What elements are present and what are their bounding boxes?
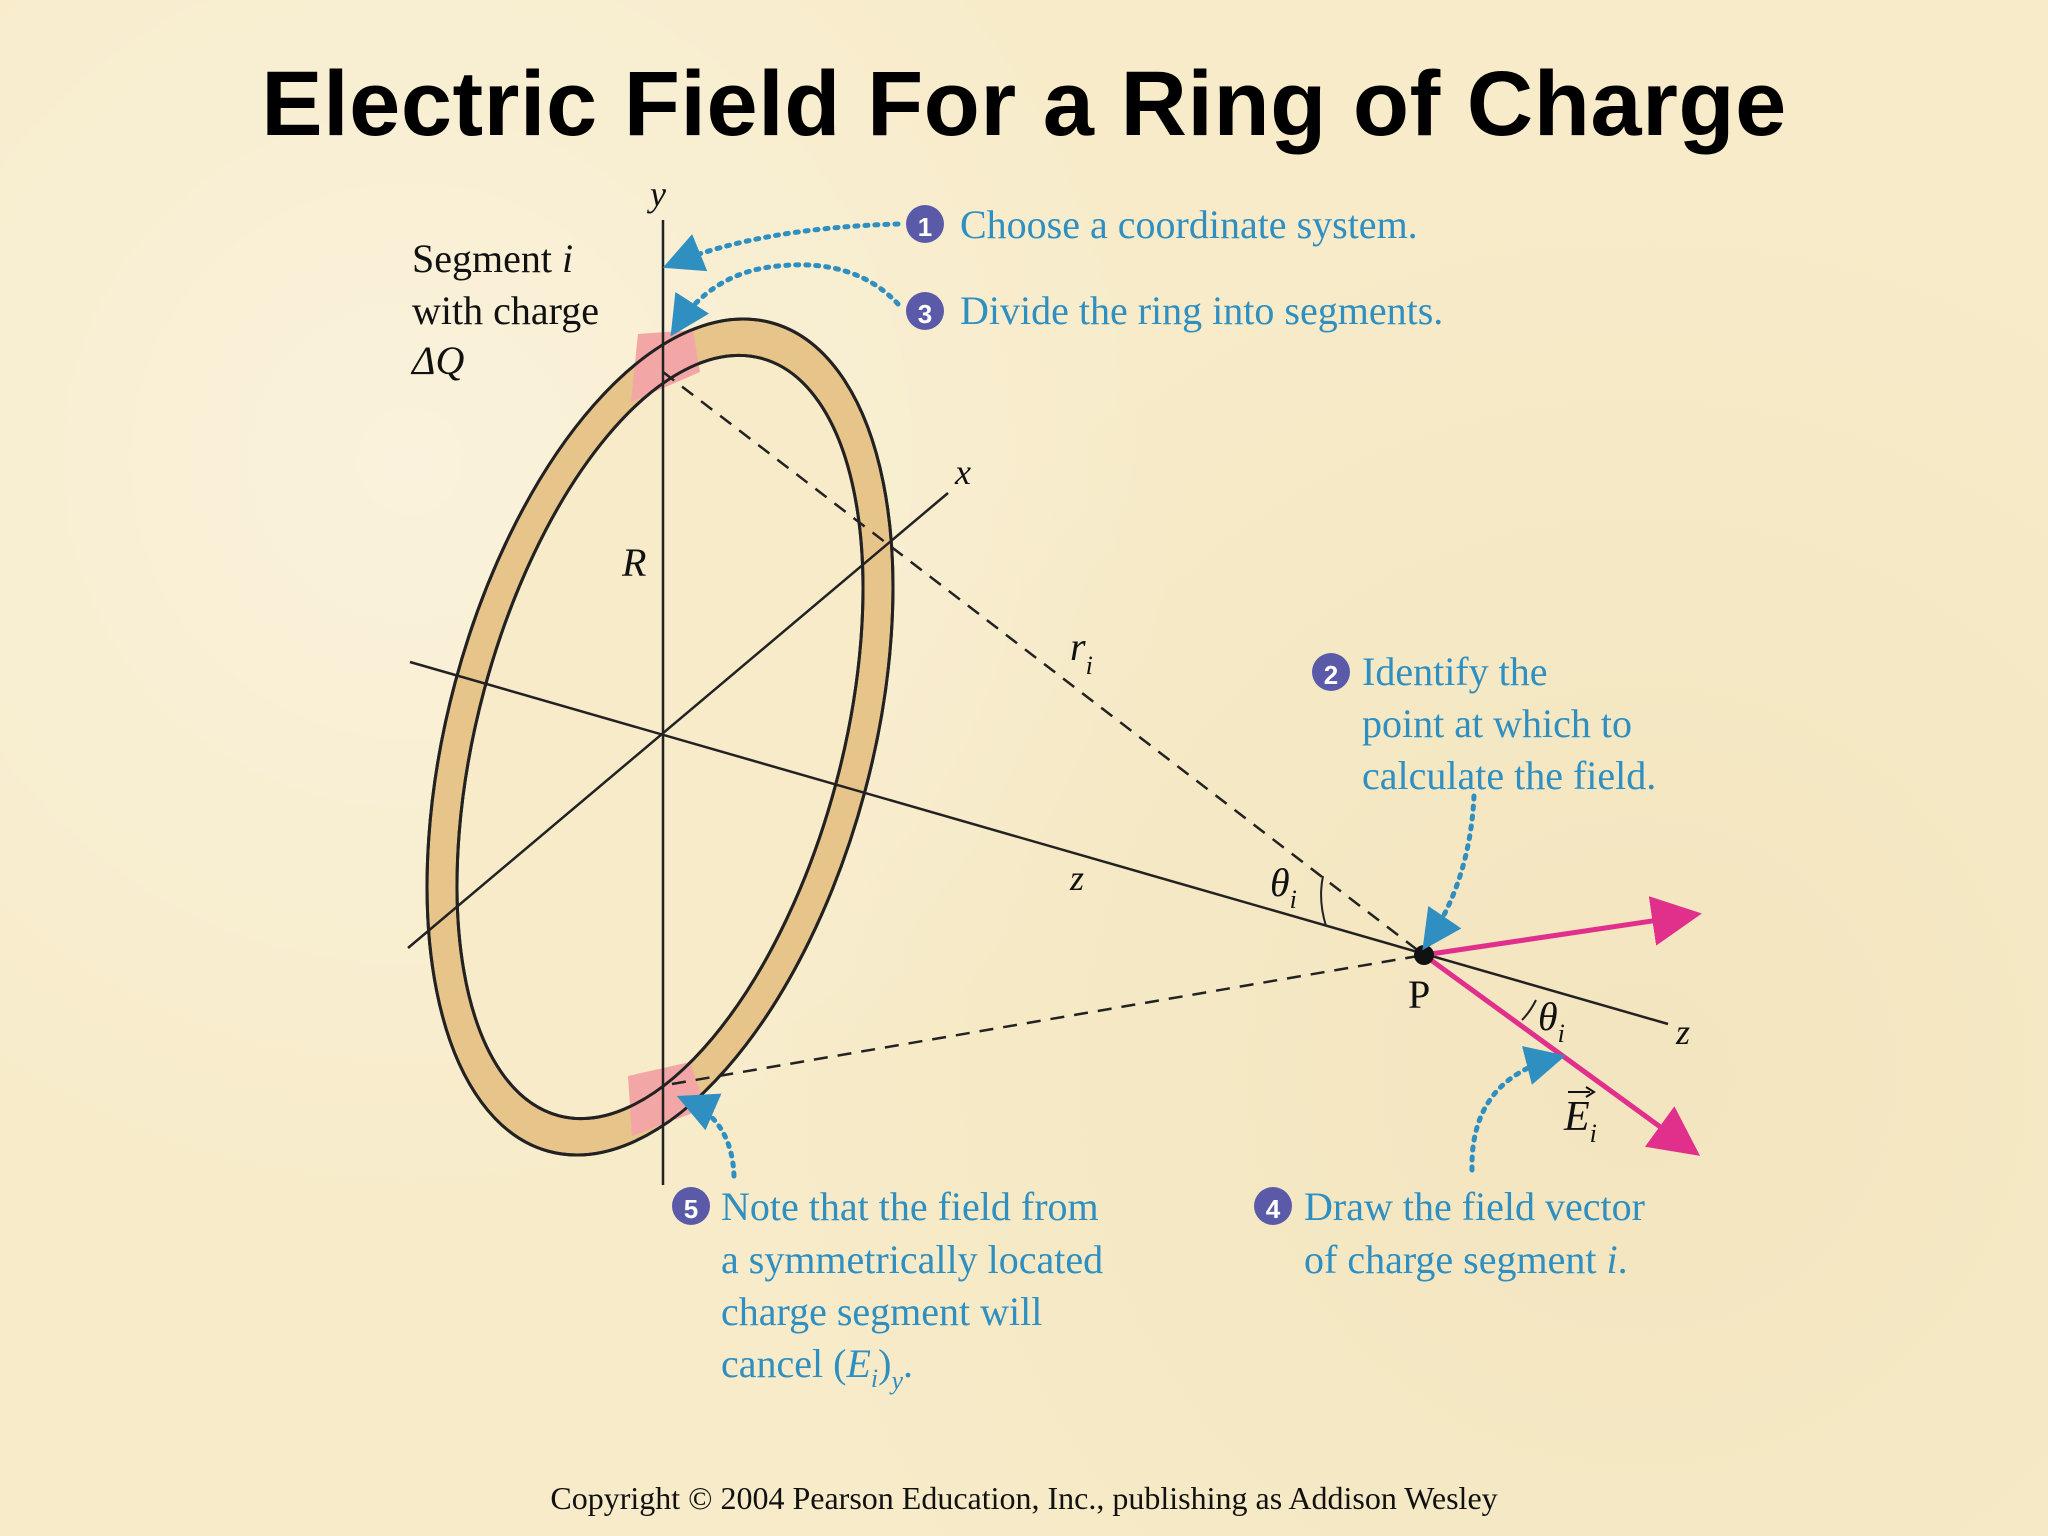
step-2: 2 Identify the point at which to calcula… [1312, 649, 1656, 798]
r-subscript: i [1086, 651, 1093, 680]
field-vector-parallel [1423, 896, 1702, 958]
segment-index: i [562, 236, 573, 281]
segment-charge-label: with charge [412, 288, 599, 333]
field-ei-subscript: i [1590, 1119, 1597, 1148]
x-axis [407, 492, 949, 949]
step-3-number: 3 [918, 299, 932, 329]
step-5-line-3: charge segment will [721, 1289, 1042, 1334]
segment-bottom [628, 1062, 706, 1136]
step-1-text: Choose a coordinate system. [960, 202, 1418, 247]
step-4-number: 4 [1266, 1194, 1281, 1224]
step-5-e-subscript: i [871, 1364, 878, 1393]
z-axis-mid-label: z [1069, 858, 1084, 898]
r-line-bottom [671, 953, 1425, 1086]
theta-top-label: θ [1270, 860, 1290, 905]
step-5-line-4: cancel ( [721, 1341, 846, 1386]
theta-arc-top [1320, 875, 1327, 927]
field-ei-symbol: E [1563, 1094, 1590, 1140]
theta-arc-bottom [1521, 999, 1537, 1021]
theta-bottom-subscript: i [1558, 1019, 1565, 1048]
step-3: 3 Divide the ring into segments. [906, 288, 1443, 333]
y-axis-label: y [647, 174, 666, 214]
step-2-line-2: point at which to [1362, 701, 1632, 746]
r-label: r [1070, 624, 1086, 669]
page-title: Electric Field For a Ring of Charge [261, 53, 1787, 155]
step-5-line-1: Note that the field from [721, 1184, 1099, 1229]
svg-text:θi: θi [1538, 994, 1565, 1048]
step-2-line-1: Identify the [1362, 649, 1548, 694]
step-5-badge [672, 1187, 710, 1225]
svg-text:of charge segment i.: of charge segment i. [1304, 1237, 1628, 1282]
step-5-number: 5 [684, 1194, 698, 1224]
step-1: 1 Choose a coordinate system. [906, 202, 1418, 247]
z-axis [409, 660, 1669, 1026]
step-3-badge [906, 292, 944, 330]
step-1-badge [906, 205, 944, 243]
svg-text:cancel (Ei)y.: cancel (Ei)y. [721, 1341, 913, 1395]
x-axis-label: x [954, 452, 971, 492]
step-5-y-subscript: y [888, 1366, 903, 1395]
step-4-period: . [1618, 1237, 1628, 1282]
step-4-badge [1254, 1187, 1292, 1225]
delta-q-label: ΔQ [410, 338, 464, 383]
step-5-line-2: a symmetrically located [721, 1237, 1103, 1282]
svg-text:Segment i: Segment i [412, 236, 573, 281]
point-p [1414, 945, 1434, 965]
step-1-number: 1 [918, 212, 932, 242]
step-4-line-1: Draw the field vector [1304, 1184, 1645, 1229]
step-4-italic-i: i [1606, 1237, 1617, 1282]
step-4: 4 Draw the field vector of charge segmen… [1254, 1184, 1645, 1282]
callout-arrow-4 [1469, 1046, 1566, 1173]
step-2-number: 2 [1324, 660, 1338, 690]
theta-top-subscript: i [1290, 885, 1297, 914]
step-4-line-2: of charge segment [1304, 1237, 1606, 1282]
step-3-text: Divide the ring into segments. [960, 288, 1443, 333]
callout-arrow-2 [1422, 793, 1477, 951]
step-5-e: E [845, 1341, 870, 1386]
radius-label: R [621, 540, 646, 585]
step-5: 5 Note that the field from a symmetrical… [672, 1184, 1103, 1395]
theta-bottom-label: θ [1538, 994, 1558, 1039]
field-vector-ei [1422, 952, 1701, 1156]
step-2-badge [1312, 653, 1350, 691]
callout-arrow-5 [676, 1093, 737, 1179]
step-2-line-3: calculate the field. [1362, 753, 1656, 798]
segment-top [631, 330, 700, 402]
point-p-label: P [1408, 972, 1430, 1017]
field-ei-label: Ei [1563, 1086, 1597, 1148]
copyright-notice: Copyright © 2004 Pearson Education, Inc.… [550, 1480, 1498, 1516]
svg-text:Ei: Ei [1563, 1094, 1597, 1148]
callout-arrow-3 [670, 262, 901, 337]
svg-text:θi: θi [1270, 860, 1297, 914]
r-line-top [662, 371, 1425, 956]
segment-label: Segment [412, 236, 552, 281]
z-axis-end-label: z [1675, 1012, 1690, 1052]
callout-arrow-1 [662, 221, 901, 272]
step-5-period: . [903, 1341, 913, 1386]
svg-text:ri: ri [1070, 624, 1093, 680]
